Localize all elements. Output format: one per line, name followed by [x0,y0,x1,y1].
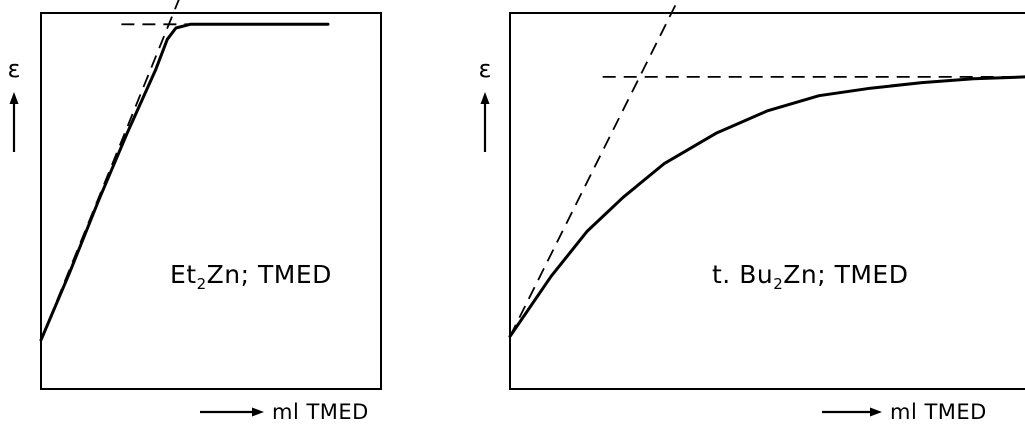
y-axis-label-left: ε [8,55,21,83]
annotation-left: Et2Zn; TMED [170,260,332,293]
y-axis-arrow-right [480,92,490,152]
x-axis-label-right: ml TMED [890,400,987,424]
titration-curve-right-0 [508,75,1025,338]
y-axis-arrow-left [9,92,19,152]
y-axis-label-right: ε [479,55,492,83]
annotation-right: t. Bu2Zn; TMED [712,260,908,293]
x-axis-arrow-left [200,407,264,417]
plot-frame-right [509,12,1025,390]
titration-curve-left-0 [39,22,330,342]
x-axis-arrow-right [822,407,882,417]
plot-area-right [508,0,1025,338]
tangent-line-left-1 [40,0,180,341]
panel-left: ε Et2Zn; TMED ml TMED [8,0,382,424]
plot-area-left [39,0,330,342]
panel-right: ε t. Bu2Zn; TMED ml TMED [479,0,1025,424]
plot-frame-left [40,12,382,390]
x-axis-label-left: ml TMED [272,400,369,424]
tangent-line-right-1 [509,0,680,337]
